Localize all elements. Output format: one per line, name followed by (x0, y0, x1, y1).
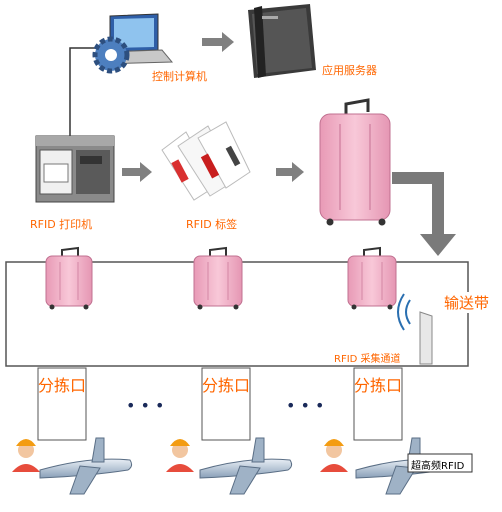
uhf-rfid-label: 超高频RFID (411, 461, 465, 472)
rfid-tag-icon (161, 121, 251, 201)
sorting-port-box-1 (37, 367, 87, 441)
computer-printer-link (69, 47, 95, 136)
worker-icon-3 (320, 439, 348, 472)
worker-icon-1 (12, 439, 40, 472)
printer-icon (35, 135, 115, 203)
rfid-antenna-icon (397, 293, 433, 365)
conveyor-label: 输送带 (444, 292, 490, 313)
sorting-port-label-3: 分拣口 (354, 376, 403, 395)
luggage-conveyor-2 (193, 246, 243, 310)
control-computer-label: 控制计算机 (152, 70, 207, 83)
sorting-port-label-2: 分拣口 (202, 376, 251, 395)
arrow-to-server (202, 32, 234, 52)
airplane-icon-1 (39, 437, 133, 495)
rfid-printer-label: RFID 打印机 (30, 218, 93, 231)
luggage-main (319, 98, 391, 226)
app-server-label: 应用服务器 (322, 64, 377, 77)
ellipsis-1: • • • (126, 396, 165, 415)
luggage-conveyor-3 (347, 246, 397, 310)
arrow-to-tags (122, 162, 152, 182)
arrow-to-luggage (276, 162, 304, 182)
gear-icon (92, 36, 130, 74)
ellipsis-2: • • • (286, 396, 325, 415)
arrow-onto-conveyor (392, 172, 456, 256)
server-icon (248, 4, 316, 78)
luggage-conveyor-1 (45, 246, 93, 310)
sorting-port-box-2 (201, 367, 251, 441)
sorting-port-box-3 (353, 367, 403, 441)
sorting-port-label-1: 分拣口 (38, 376, 87, 395)
worker-icon-2 (166, 439, 194, 472)
uhf-rfid-box (407, 453, 473, 473)
rfid-channel-label: RFID 采集通道 (334, 354, 401, 365)
airplane-icon-2 (199, 437, 293, 495)
rfid-tag-label: RFID 标签 (186, 218, 238, 231)
